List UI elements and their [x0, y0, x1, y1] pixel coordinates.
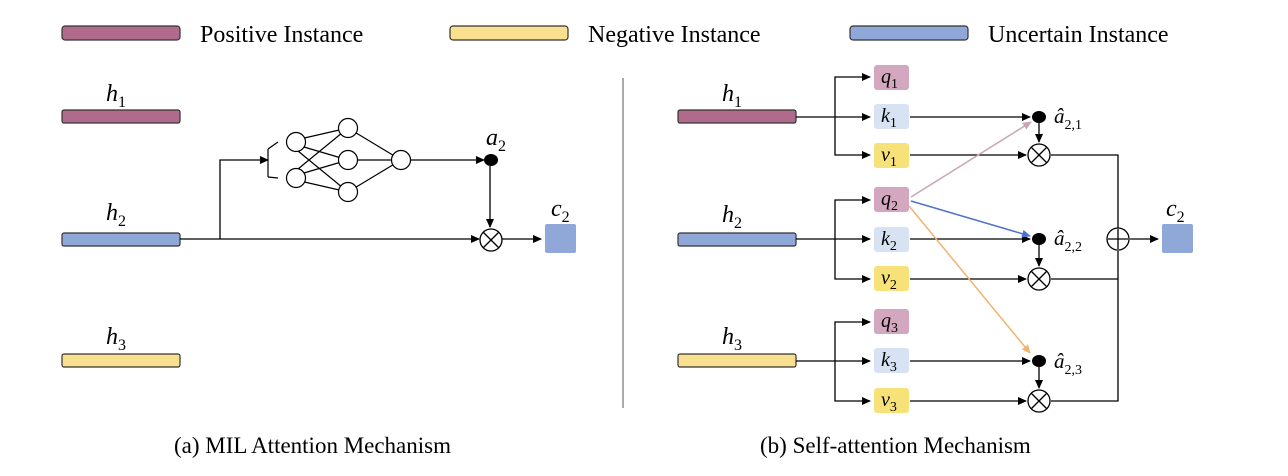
a23-dot — [1032, 355, 1046, 367]
panel-a-a2-label: a2 — [486, 125, 506, 155]
legend-negative-label: Negative Instance — [588, 22, 761, 48]
a23-label: â2,3 — [1054, 349, 1082, 378]
panel-b-self-attention: h1 h2 h3 — [677, 65, 1193, 458]
q3-label: q3 — [881, 310, 898, 336]
panel-a-multiply-icon — [479, 228, 503, 252]
legend: Positive Instance Negative Instance Unce… — [61, 22, 1169, 48]
legend-negative-swatch — [449, 25, 569, 41]
k1-box — [874, 104, 909, 129]
panel-a-c2-label: c2 — [551, 196, 570, 226]
nn-hidden-node — [337, 149, 359, 171]
panel-b-h2-label: h2 — [722, 202, 742, 232]
panel-a-h2-bar — [61, 232, 181, 247]
panel-a-h1-label: h1 — [106, 81, 126, 111]
panel-b-h1-label: h1 — [722, 81, 742, 111]
panel-a-h3-bar — [61, 353, 181, 368]
multiply-icon — [1027, 389, 1051, 413]
v2-box — [874, 266, 909, 291]
nn-hidden-node — [337, 181, 359, 203]
a22-dot — [1032, 233, 1046, 245]
nn-input-node — [285, 131, 307, 153]
k3-label: k3 — [881, 349, 897, 375]
a21-dot — [1032, 111, 1046, 123]
multiply-icon — [1027, 143, 1051, 167]
k2-box — [874, 227, 909, 252]
panel-b-h1-bar — [677, 109, 797, 124]
panel-b-h2-bar — [677, 232, 797, 247]
panel-b-h3-bar — [677, 353, 797, 368]
legend-uncertain-swatch — [849, 25, 969, 41]
panel-b-h3-label: h3 — [722, 324, 742, 354]
q1-label: q1 — [881, 66, 898, 92]
q2-box — [874, 187, 909, 212]
legend-positive-label: Positive Instance — [200, 22, 363, 48]
a21-label: â2,1 — [1054, 104, 1082, 133]
nn-output-node — [390, 149, 412, 171]
panel-b-c2-label: c2 — [1166, 196, 1185, 226]
panel-a-a2-dot — [484, 154, 498, 166]
q2-to-a21-arrow — [910, 121, 1032, 198]
k3-box — [874, 348, 909, 373]
panel-a-c2-output — [545, 224, 576, 253]
panel-b-c2-output — [1162, 224, 1193, 253]
v2-label: v2 — [881, 267, 897, 293]
panel-a-caption: (a) MIL Attention Mechanism — [174, 433, 451, 458]
panel-a-branch-to-network — [219, 156, 269, 239]
panel-a-mil-attention: h1 h2 h3 — [61, 81, 576, 458]
panel-b-caption: (b) Self-attention Mechanism — [760, 433, 1031, 458]
panel-a-h2-label: h2 — [106, 200, 126, 230]
q2-label: q2 — [881, 188, 898, 214]
v1-label: v1 — [881, 144, 897, 170]
a22-label: â2,2 — [1054, 226, 1082, 255]
legend-uncertain-label: Uncertain Instance — [988, 22, 1169, 48]
q1-box — [874, 65, 909, 90]
v3-box — [874, 388, 909, 413]
nn-hidden-node — [337, 117, 359, 139]
k1-label: k1 — [881, 105, 897, 131]
k2-label: k2 — [881, 228, 897, 254]
panel-a-h3-label: h3 — [106, 324, 126, 354]
sum-icon — [1106, 227, 1130, 251]
q3-box — [874, 309, 909, 334]
v3-label: v3 — [881, 389, 897, 415]
v1-box — [874, 143, 909, 168]
panel-a-neural-network — [267, 117, 412, 203]
legend-positive-swatch — [61, 25, 181, 41]
panel-a-h1-bar — [61, 109, 181, 124]
nn-input-node — [285, 167, 307, 189]
q2-to-a22-arrow — [910, 200, 1031, 238]
multiply-icon — [1027, 267, 1051, 291]
q2-to-a23-arrow — [908, 205, 1031, 354]
